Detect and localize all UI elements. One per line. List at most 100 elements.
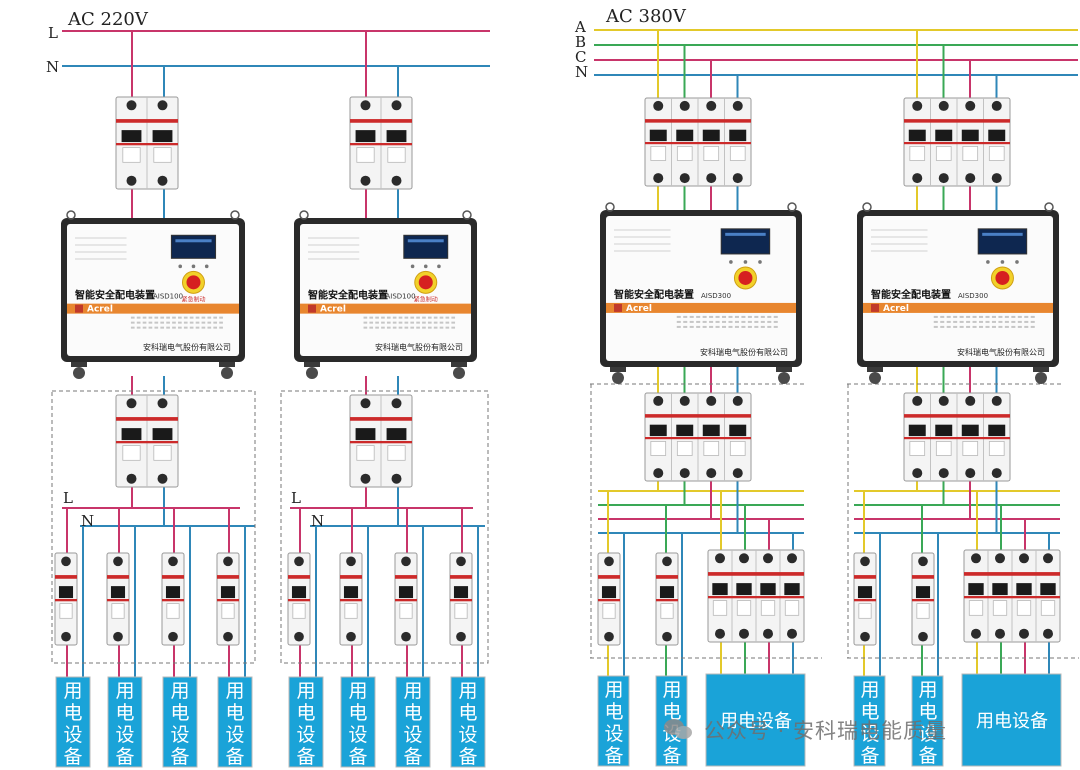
toggle-lever	[121, 130, 142, 143]
vent-slot	[702, 325, 707, 328]
load-label-char: 电	[348, 702, 367, 724]
breaker	[161, 552, 185, 646]
toggle-lever	[729, 129, 747, 142]
bottom-terminal	[604, 631, 614, 642]
red-stripe-2	[656, 599, 678, 602]
vent-slot	[219, 316, 223, 319]
breaker	[349, 394, 413, 488]
label-window	[992, 600, 1008, 616]
brand-strip	[67, 303, 239, 314]
bus-label-C: C	[575, 48, 586, 66]
top-terminal	[662, 556, 672, 567]
vent-slot	[722, 315, 727, 318]
display-screen	[170, 234, 217, 259]
vent-slot	[683, 325, 688, 328]
bus-label-B: B	[575, 33, 586, 51]
load-rect	[217, 676, 253, 768]
vent-slot	[728, 315, 733, 318]
vent-slot	[715, 320, 720, 323]
load-rect	[395, 676, 431, 768]
label-window	[784, 600, 800, 616]
breaker	[644, 392, 752, 482]
device-title: 智能安全配电装置	[75, 289, 155, 302]
toggle-lever	[961, 424, 979, 437]
load-label-char: 备	[115, 746, 134, 768]
vent-slot	[767, 325, 772, 328]
device-title: 智能安全配电装置	[871, 288, 951, 301]
top-terminal	[113, 556, 123, 567]
vent-slot	[183, 326, 188, 329]
vent-slot	[979, 325, 984, 328]
vent-slot	[160, 316, 165, 319]
supply-label-380: AC 380V	[605, 6, 687, 27]
company-name: 安科瑞电气股份有限公司	[700, 347, 788, 357]
toggle-lever	[343, 586, 359, 599]
top-terminal	[653, 395, 664, 406]
bottom-terminal	[662, 631, 672, 642]
red-stripe-2	[598, 599, 620, 602]
vent-slot	[142, 326, 147, 329]
indicator-led	[423, 264, 428, 269]
bottom-terminal	[126, 175, 137, 186]
load-rect	[961, 673, 1062, 767]
red-stripe	[217, 575, 239, 579]
vent-slot	[375, 321, 379, 324]
dashed-frames-layer	[51, 383, 1079, 664]
device-title: 智能安全配电装置	[308, 289, 388, 302]
top-terminal	[732, 100, 743, 111]
indicator-led	[191, 264, 196, 269]
top-terminal	[391, 398, 402, 409]
caster-wheel	[73, 367, 85, 379]
brand-strip	[300, 303, 471, 314]
estop-button	[738, 270, 753, 285]
toggle-lever	[992, 583, 1008, 596]
vent-slot	[130, 326, 135, 329]
toggle-lever	[601, 586, 617, 599]
vent-slot	[1004, 315, 1009, 318]
vent-slot	[369, 326, 374, 329]
label-window	[122, 445, 141, 461]
watermark-text: 公众号 · 安科瑞电能质量	[704, 719, 948, 743]
load-rect	[705, 673, 806, 767]
vent-slot	[433, 321, 438, 324]
breaker	[349, 96, 413, 190]
label-window	[387, 147, 406, 163]
red-stripe	[854, 575, 876, 579]
vent-slot	[1017, 315, 1022, 318]
three-phase-load-label: 用电设备	[976, 711, 1048, 732]
label-window	[676, 440, 693, 456]
red-stripe-2	[217, 599, 239, 602]
vent-slot	[979, 315, 984, 318]
device-model: AISD100	[153, 293, 183, 301]
breaker	[597, 552, 621, 646]
toggle-lever	[784, 583, 800, 596]
vent-slot	[154, 321, 159, 324]
red-stripe	[55, 575, 77, 579]
vent-slot	[709, 315, 714, 318]
load-label-char: 电	[63, 702, 82, 724]
vent-slot	[722, 320, 727, 323]
load-label-char: 电	[403, 702, 422, 724]
load-label-char: 设	[403, 724, 422, 746]
vent-slot	[451, 321, 456, 324]
caster-wheel	[306, 367, 318, 379]
watermark: 公众号 · 安科瑞电能质量	[664, 712, 947, 748]
top-terminal	[157, 100, 168, 111]
label-window	[962, 145, 979, 161]
vent-slot	[696, 325, 701, 328]
bottom-terminal	[706, 173, 717, 184]
toggle-lever	[659, 586, 675, 599]
toggle-lever	[915, 586, 931, 599]
vent-slot	[422, 316, 426, 319]
hanging-ring	[299, 210, 309, 220]
load-label-char: 设	[170, 724, 189, 746]
bottom-terminal	[912, 468, 923, 479]
hanging-ring	[230, 210, 240, 220]
toggle-lever	[152, 428, 173, 441]
top-terminal	[401, 556, 411, 567]
vent-slot	[953, 315, 958, 318]
indicator-led	[1000, 260, 1005, 264]
vent-slot	[741, 325, 746, 328]
load-label-char: 电	[918, 701, 937, 723]
